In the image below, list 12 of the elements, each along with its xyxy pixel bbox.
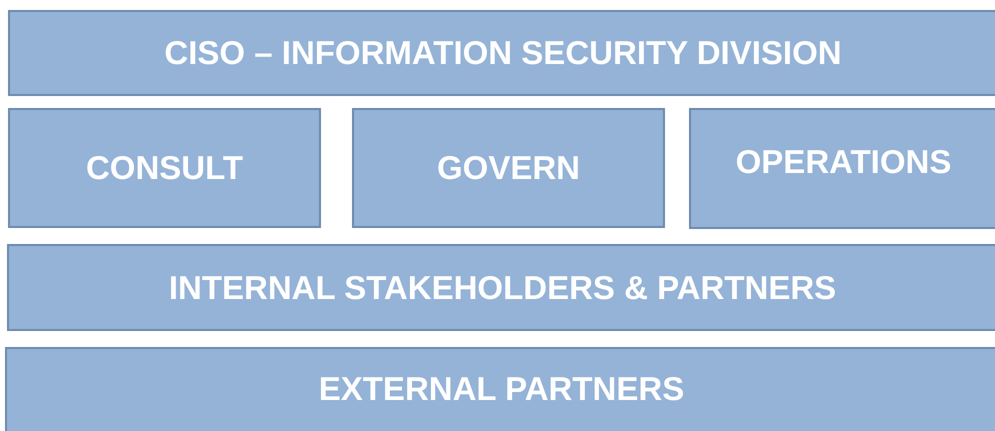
- box-label: CISO – INFORMATION SECURITY DIVISION: [164, 34, 842, 72]
- division-box: [5, 347, 995, 431]
- box-label: INTERNAL STAKEHOLDERS & PARTNERS: [168, 268, 836, 306]
- division-box: [8, 108, 321, 228]
- division-box: [8, 10, 995, 96]
- box-label: GOVERN: [436, 149, 580, 187]
- division-box: [352, 108, 665, 228]
- box-label: OPERATIONS: [736, 142, 952, 180]
- box-label: EXTERNAL PARTNERS: [318, 370, 684, 408]
- division-box: [7, 244, 995, 331]
- box-label: CONSULT: [86, 149, 244, 187]
- division-box: [689, 108, 995, 229]
